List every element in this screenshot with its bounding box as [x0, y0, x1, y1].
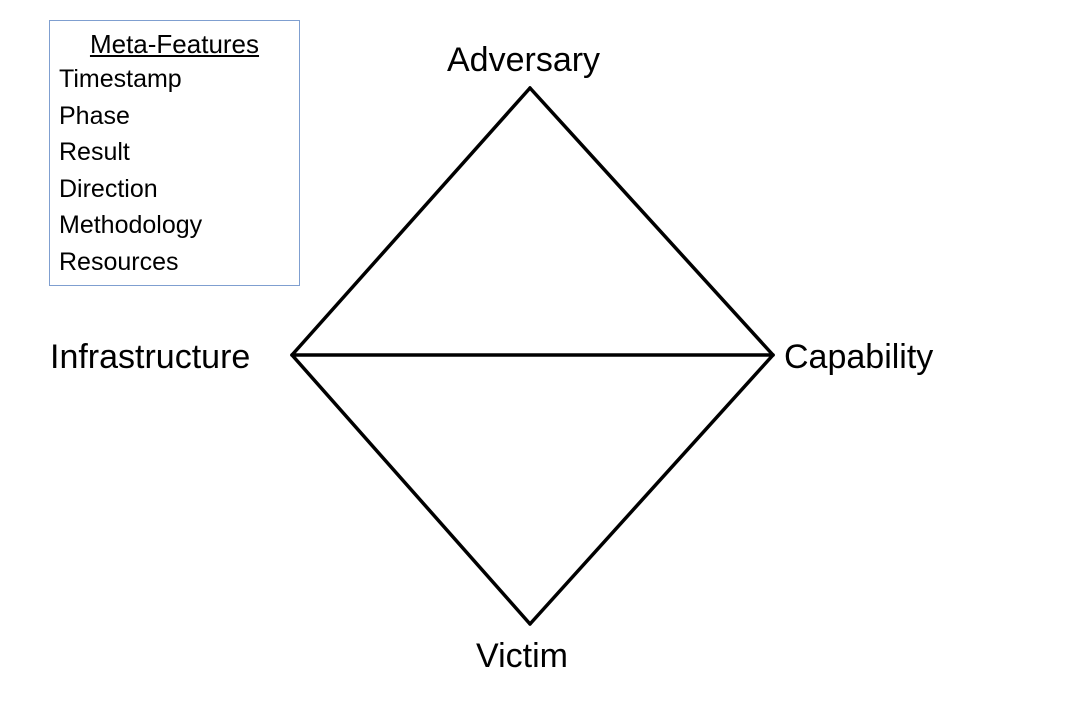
meta-feature-item: Result [59, 138, 130, 166]
meta-feature-item: Direction [59, 174, 158, 203]
meta-features-title: Meta-Features [89, 29, 260, 59]
meta-feature-item: Phase [59, 101, 130, 130]
edge-infrastructure-victim [290, 353, 532, 626]
edge-capability-victim [528, 353, 775, 626]
node-victim: Victim [476, 637, 568, 675]
meta-feature-item: Timestamp [59, 65, 182, 93]
meta-feature-item: Methodology [59, 211, 203, 239]
edge-adversary-infrastructure [290, 86, 532, 357]
node-adversary: Adversary [447, 41, 601, 79]
meta-features-box: Meta-Features Timestamp Phase Result Dir… [49, 20, 300, 286]
node-infrastructure: Infrastructure [50, 338, 251, 376]
diagram-edges [290, 86, 775, 626]
edge-adversary-capability [528, 86, 775, 357]
node-capability: Capability [784, 338, 934, 376]
meta-feature-item: Resources [59, 247, 179, 276]
meta-features-list: Timestamp Phase Result Direction Methodo… [59, 61, 299, 280]
